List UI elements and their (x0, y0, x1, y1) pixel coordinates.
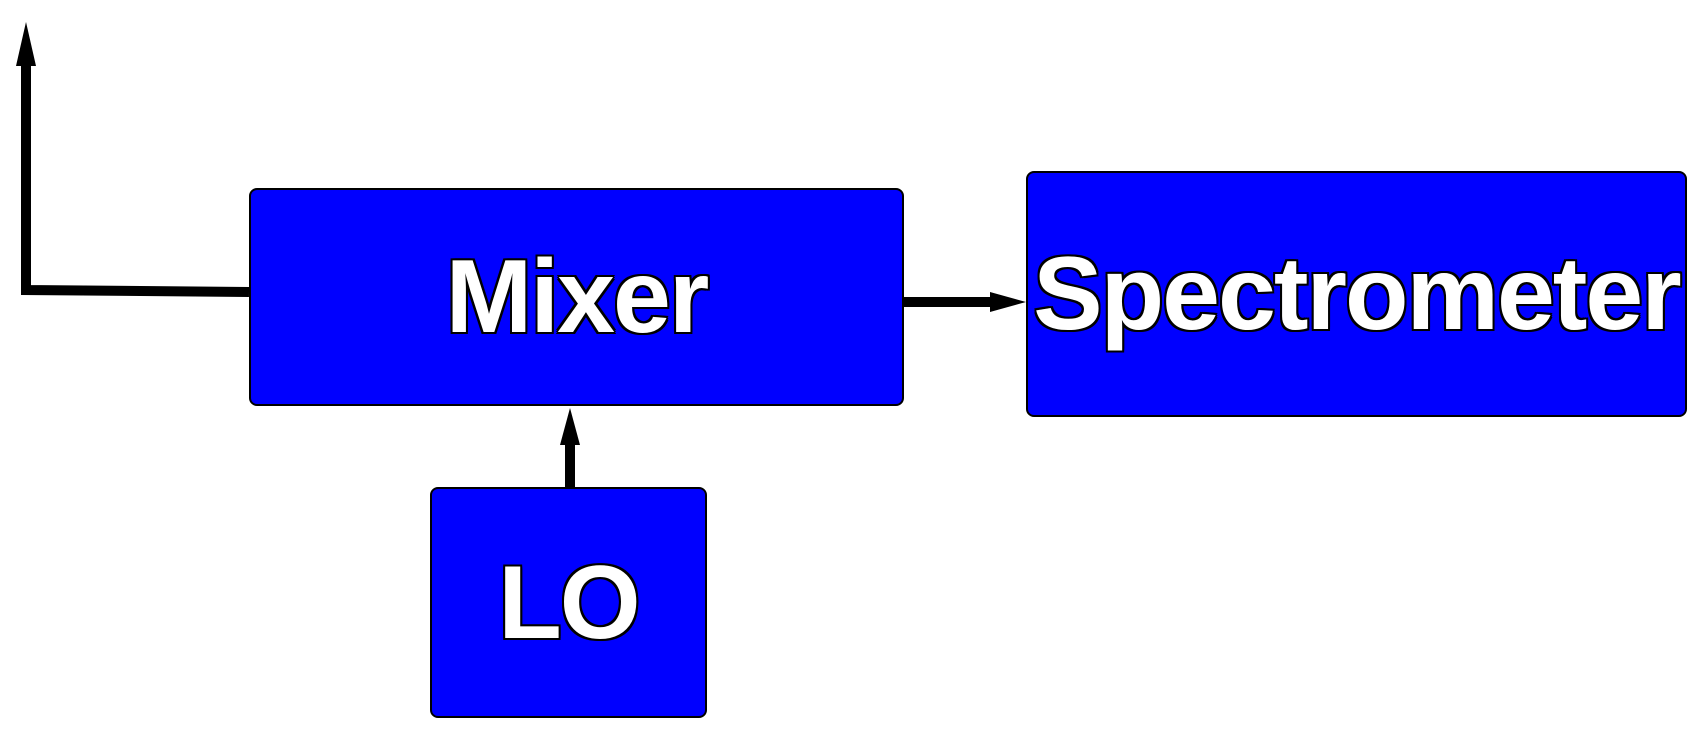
mixer-block: Mixer (249, 188, 904, 406)
input-arrowhead (16, 22, 36, 66)
lo-block: LO (430, 487, 707, 718)
lo-to-mixer-arrow (560, 408, 580, 487)
mixer-label: Mixer (445, 239, 710, 355)
input-path-arrow (16, 22, 250, 297)
lo-arrowhead (560, 408, 580, 445)
lo-label: LO (498, 544, 640, 661)
spectrometer-arrowhead (990, 292, 1026, 312)
spectrometer-label: Spectrometer (1033, 236, 1681, 352)
spectrometer-block: Spectrometer (1026, 171, 1687, 417)
mixer-to-spectrometer-arrow (904, 292, 1026, 312)
